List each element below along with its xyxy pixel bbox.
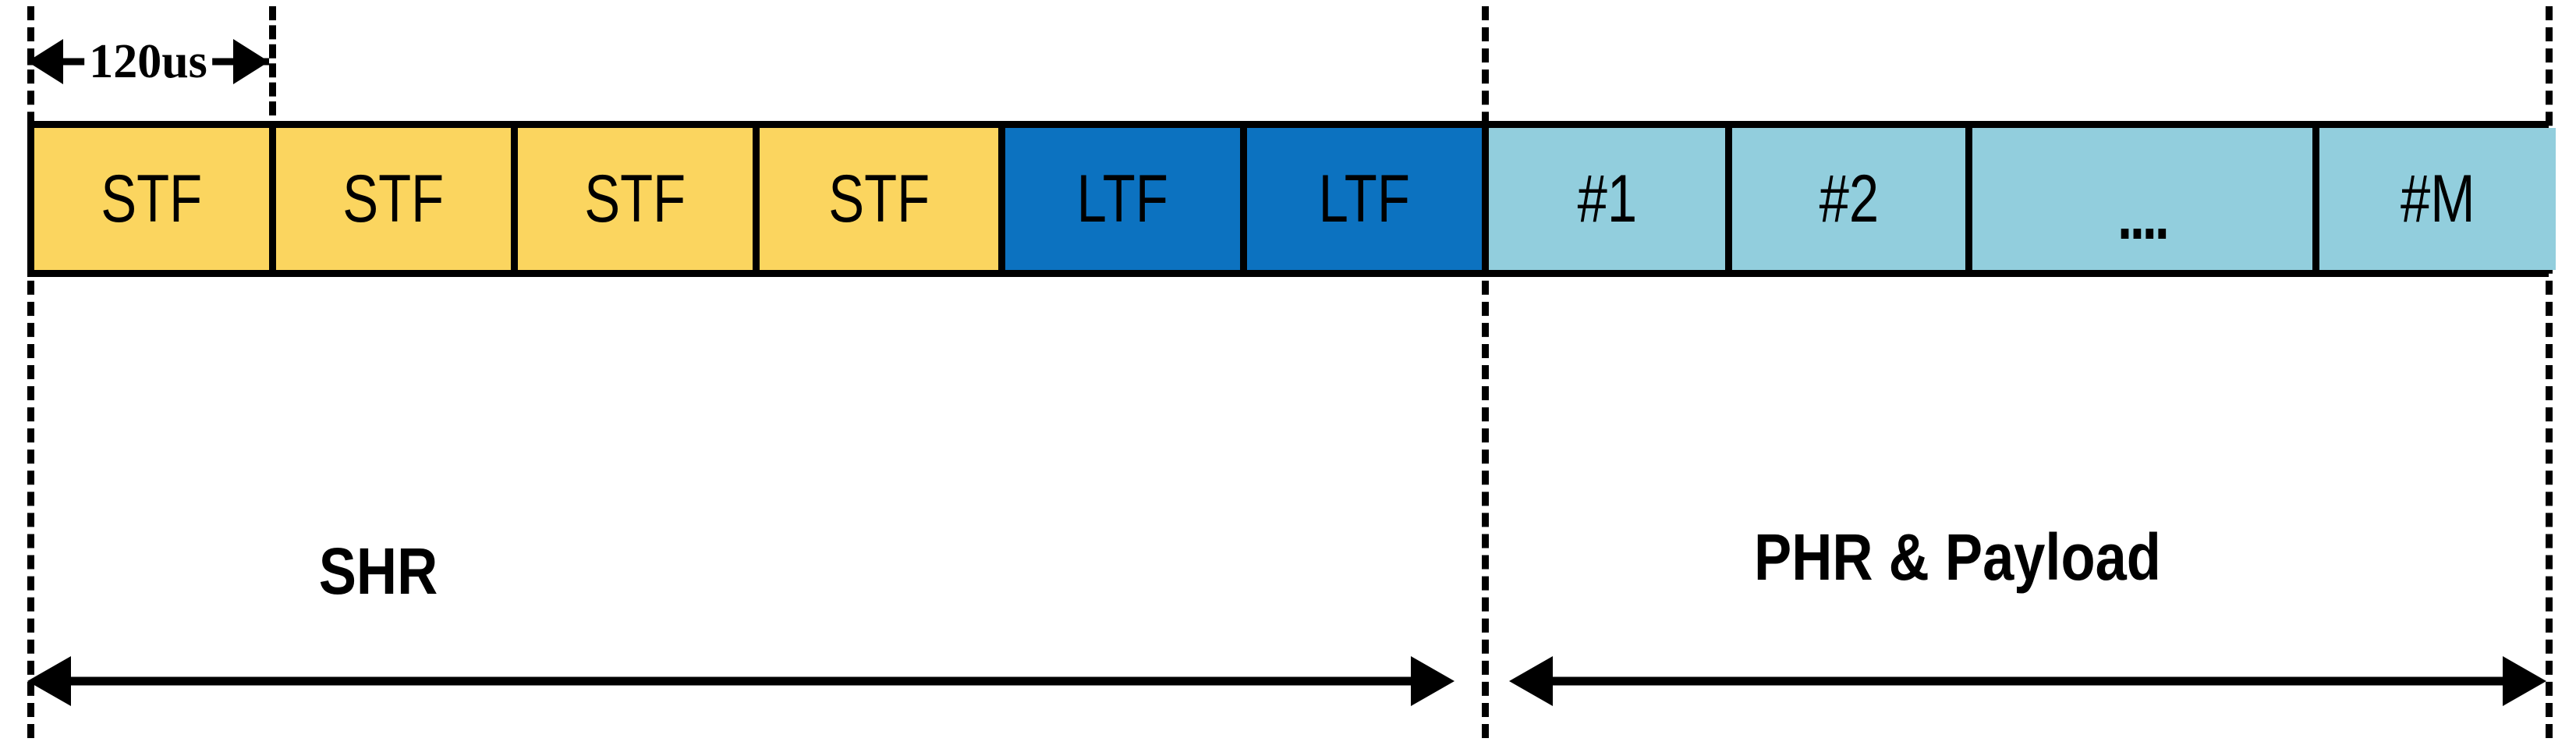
guide-line-left (27, 6, 34, 738)
arrow-left-icon (27, 656, 71, 706)
guide-line-right (2546, 6, 2553, 738)
frame-block-payload-7: #1 (1489, 128, 1732, 270)
frame-block-label: STF (584, 162, 686, 236)
frame-block-ltf-6: LTF (1247, 128, 1489, 270)
span-line (58, 676, 1423, 686)
arrow-left-icon (27, 39, 63, 84)
frame-block-stf-3: STF (518, 128, 760, 270)
frame-block-label: STF (101, 162, 203, 236)
frame-block-payload-10: #M (2319, 128, 2556, 270)
span-arrow-phr-payload (1509, 656, 2546, 706)
guide-line-120us-right (269, 6, 276, 115)
guide-line-shr-phr-boundary (1482, 6, 1489, 738)
dimension-label: 120us (84, 37, 212, 86)
frame-block-stf-1: STF (34, 128, 276, 270)
frame-block-label: #M (2400, 162, 2475, 236)
frame-block-payload-8: #2 (1732, 128, 1972, 270)
frame-block-label: LTF (1318, 162, 1411, 236)
frame-block-label: #1 (1577, 162, 1637, 236)
symbol-duration-dimension: 120us (27, 37, 269, 86)
frame-block-label: .... (2117, 179, 2170, 254)
frame-block-label: #2 (1819, 162, 1879, 236)
frame-block-stf-2: STF (276, 128, 518, 270)
arrow-right-icon (2503, 656, 2546, 706)
section-caption-shr: SHR (318, 534, 438, 608)
frame-block-payload-9: .... (1972, 128, 2319, 270)
ppdu-frame-row: STF STF STF STF LTF LTF #1 #2.... #M (27, 121, 2556, 277)
arrow-right-icon (233, 39, 269, 84)
span-line (1540, 676, 2515, 686)
span-arrow-shr (27, 656, 1455, 706)
frame-block-label: LTF (1076, 162, 1169, 236)
frame-block-label: STF (342, 162, 445, 236)
frame-block-label: STF (828, 162, 930, 236)
section-caption-phr-payload: PHR & Payload (1754, 520, 2161, 594)
frame-block-ltf-5: LTF (1005, 128, 1247, 270)
frame-block-stf-4: STF (760, 128, 1005, 270)
arrow-right-icon (1411, 656, 1455, 706)
arrow-left-icon (1509, 656, 1553, 706)
